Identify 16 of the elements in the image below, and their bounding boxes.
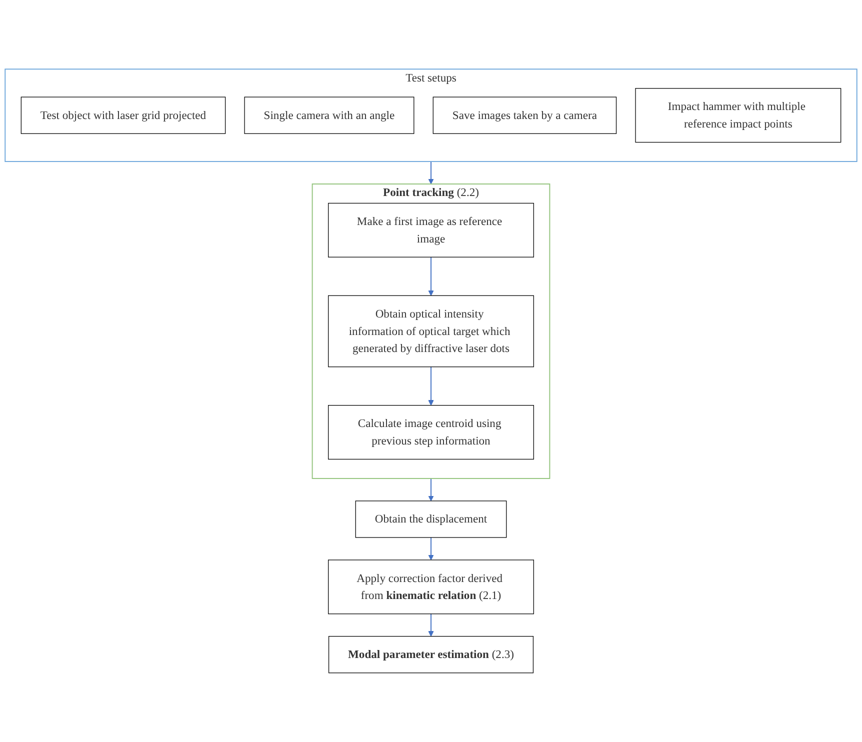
node-box: Save images taken by a camera [432,96,617,134]
arrow [428,478,434,502]
arrow [428,537,434,560]
arrow [428,161,434,184]
node-box: Test object with laser grid projected [20,96,226,134]
node-box: Single camera with an angle [244,96,414,134]
arrow [428,613,434,637]
node-box: Apply correction factor derived from kinematic relation (2.1) [328,560,534,614]
node-box: Make a first image as reference image [328,202,534,258]
node-box: Modal parameter estimation (2.3) [328,636,534,674]
node-box: Calculate image centroid using previous step information [328,405,534,460]
arrow [428,256,434,296]
arrow [428,366,434,406]
node-box: Obtain optical intensity information of optical target which generated by diffractive laser dots [328,295,534,368]
node-box: Obtain the displacement [355,500,507,538]
node-box: Impact hammer with multiple reference impact points [635,88,842,143]
